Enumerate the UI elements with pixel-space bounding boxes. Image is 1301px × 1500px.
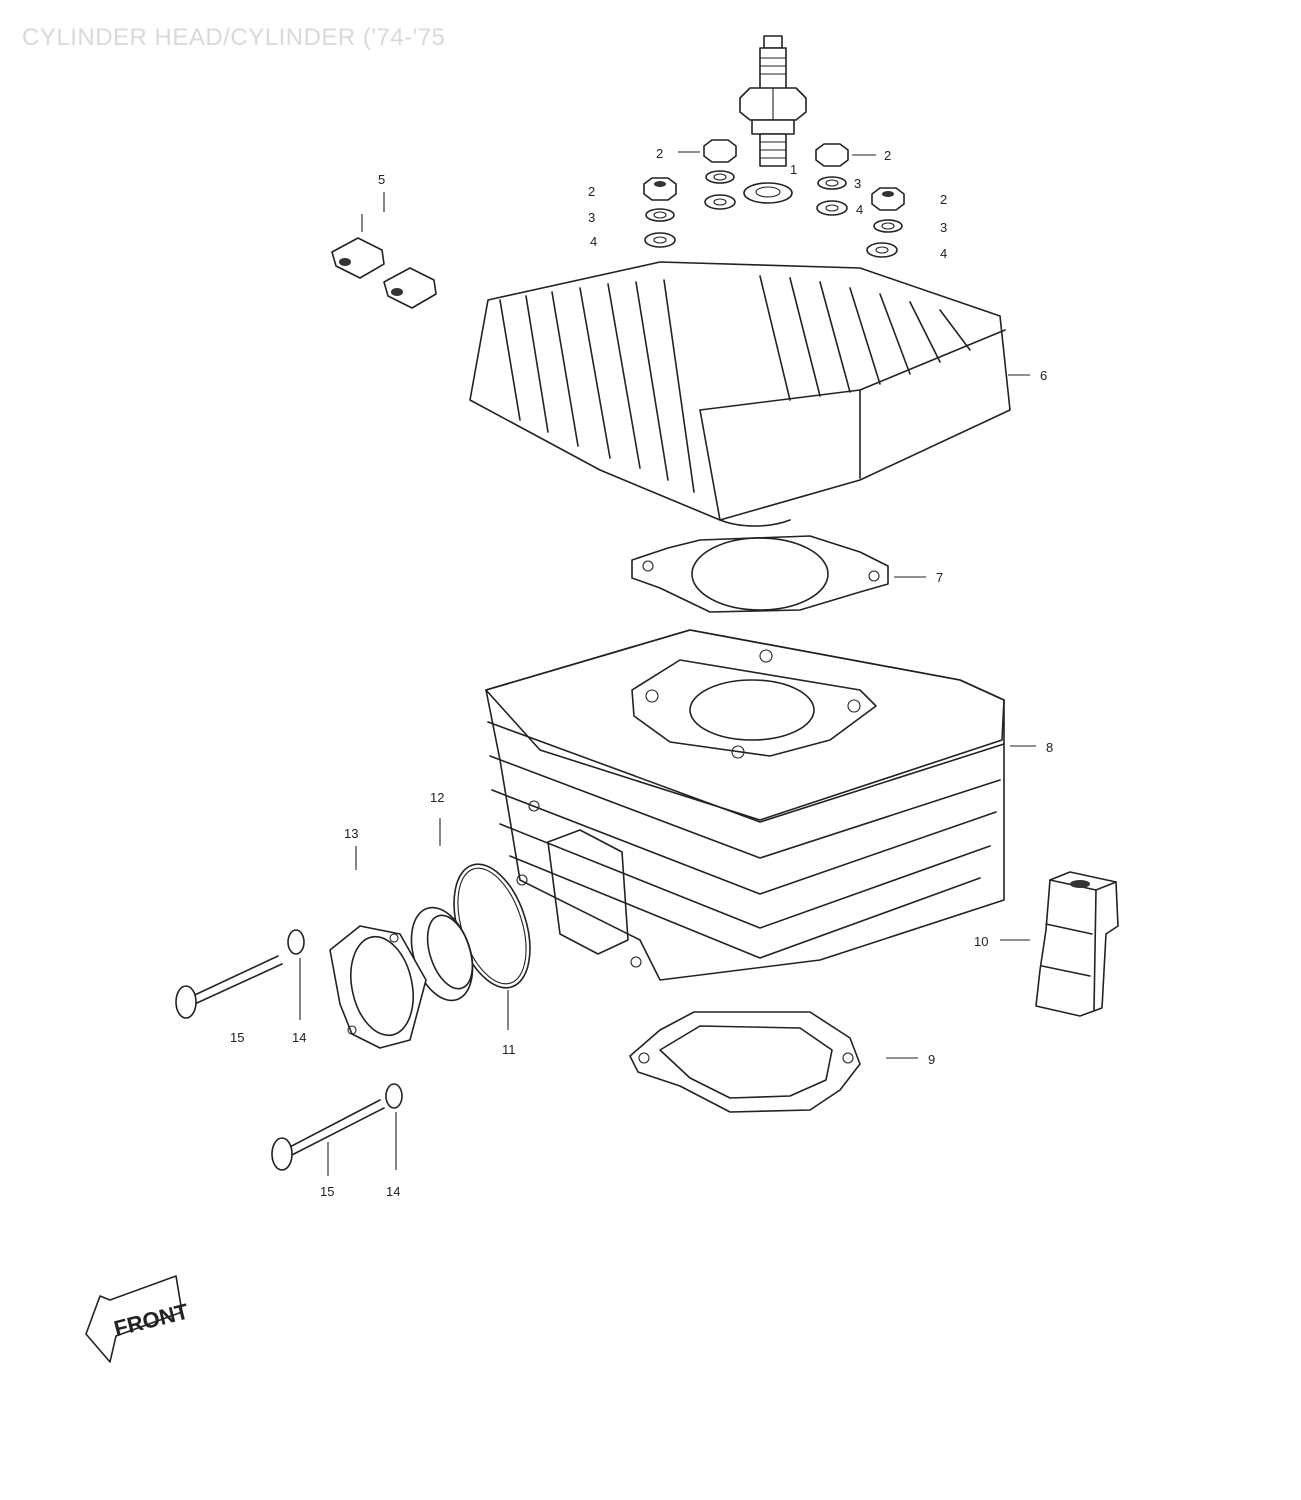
spark-plug [739,35,807,204]
leader-lines [299,151,1036,1176]
callout-3: 3 [854,176,861,191]
callout-11: 11 [502,1042,516,1057]
callout-14: 14 [292,1030,306,1045]
callout-14: 14 [386,1184,400,1199]
callout-2: 2 [940,192,947,207]
callout-labels: 2 2 2 2 1 3 3 3 4 4 4 5 6 7 8 9 10 11 12… [230,146,1053,1199]
callout-1: 1 [790,162,797,177]
callout-9: 9 [928,1052,935,1067]
intake-flange [329,925,427,1049]
lock-washers [287,929,403,1109]
cylinder-block [485,629,1005,981]
callout-13: 13 [344,826,358,841]
callout-7: 7 [936,570,943,585]
callout-15: 15 [230,1030,244,1045]
callout-12: 12 [430,790,444,805]
base-gasket [629,1011,861,1113]
plug-caps [331,237,437,309]
callout-8: 8 [1046,740,1053,755]
callout-3: 3 [940,220,947,235]
nut-washer-set [643,139,905,258]
callout-15: 15 [320,1184,334,1199]
head-gasket [631,535,889,613]
cylinder-head [469,261,1011,527]
callout-2: 2 [588,184,595,199]
callout-10: 10 [974,934,988,949]
callout-4: 4 [856,202,863,217]
diagram-title: CYLINDER HEAD/CYLINDER ('74-'75 [22,24,446,51]
bolts [175,955,385,1171]
front-arrow: FRONT [85,1275,191,1363]
callout-3: 3 [588,210,595,225]
callout-4: 4 [940,246,947,261]
reed-block [1035,871,1119,1017]
callout-6: 6 [1040,368,1047,383]
callout-5: 5 [378,172,385,187]
callout-2: 2 [656,146,663,161]
callout-4: 4 [590,234,597,249]
callout-2: 2 [884,148,891,163]
